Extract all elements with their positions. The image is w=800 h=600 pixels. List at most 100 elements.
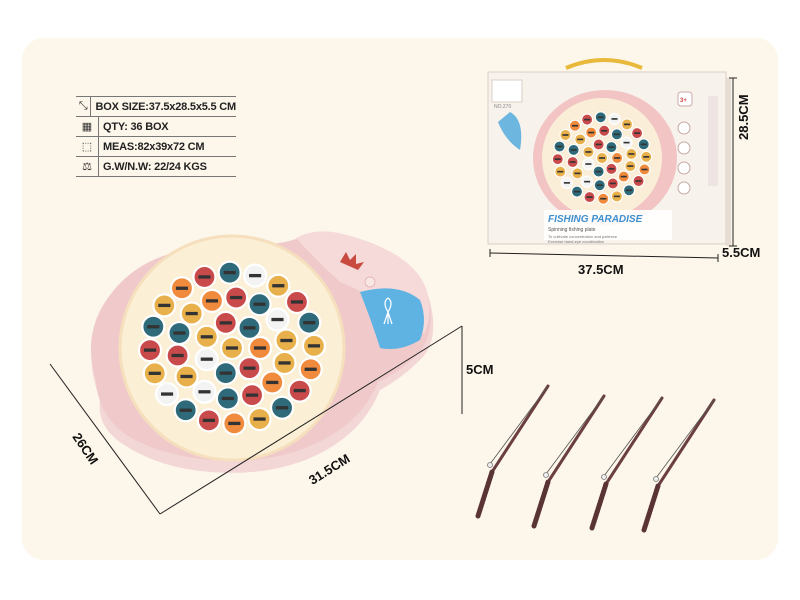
- fish-mouth: [171, 353, 184, 358]
- fishing-line: [655, 399, 715, 479]
- spec-row-meas: ⬚ MEAS:82x39x72 CM: [76, 137, 236, 157]
- fish-mouth: [266, 380, 279, 385]
- fish-mouth: [640, 143, 647, 146]
- fish-mouth: [230, 295, 243, 300]
- fish-mouth: [143, 348, 157, 352]
- fishing-line: [603, 397, 663, 477]
- feature-icon-1: [677, 121, 691, 135]
- fish-mouth: [307, 344, 321, 348]
- spec-row-weight: ⚖ G.W/N.W: 22/24 KGS: [76, 157, 236, 177]
- spec-meas: MEAS:82x39x72 CM: [103, 140, 205, 153]
- fish-mouth: [614, 157, 621, 159]
- box-width-label: 37.5CM: [578, 262, 624, 277]
- fish-mouth: [271, 317, 284, 322]
- fish-mouth: [249, 273, 262, 278]
- rod-shaft: [546, 394, 606, 484]
- spec-row-qty: ▦ QTY: 36 BOX: [76, 117, 236, 137]
- fish-mouth: [600, 197, 607, 200]
- fish-mouth: [246, 393, 259, 397]
- fish-mouth: [158, 303, 171, 308]
- fish-mouth: [272, 284, 285, 288]
- carton-measure-icon: ⬚: [76, 137, 99, 156]
- fish-mouth: [221, 396, 234, 401]
- box-subtitle: Spinning fishing plate: [548, 227, 596, 233]
- fish-mouth: [635, 180, 642, 182]
- rod-handle: [589, 481, 609, 531]
- rod-handle: [531, 479, 551, 529]
- spec-qty: QTY: 36 BOX: [103, 120, 169, 133]
- fish-mouth: [623, 123, 631, 126]
- box-qty-icon: ▦: [76, 117, 99, 136]
- fish-mouth: [584, 118, 591, 121]
- rod-hook: [601, 474, 607, 480]
- box-height-label: 28.5CM: [736, 94, 751, 140]
- fish-mouth: [643, 156, 650, 158]
- feature-icon-2: [677, 141, 691, 155]
- rod-hook: [543, 472, 549, 478]
- age-text: 3+: [680, 98, 687, 104]
- fish-mouth: [198, 275, 211, 279]
- fish-mouth: [253, 302, 266, 306]
- fish-mouth: [278, 361, 291, 365]
- fish-mouth: [161, 392, 174, 396]
- fish-mouth: [228, 421, 241, 426]
- fish-mouth: [613, 195, 620, 198]
- fish-mouth: [611, 118, 618, 120]
- toy-switch: [364, 276, 376, 288]
- fish-mouth: [628, 153, 635, 155]
- age-badge: [677, 91, 693, 107]
- fish-mouth: [573, 190, 581, 193]
- fish-mouth: [200, 335, 213, 339]
- fish-mouth: [173, 331, 186, 335]
- fishing-line: [489, 385, 549, 465]
- fish-mouth: [620, 175, 627, 178]
- fish-mouth: [280, 338, 293, 343]
- fish-mouth: [595, 170, 602, 173]
- fish-mouth: [641, 168, 648, 171]
- fish-mouth: [276, 406, 289, 410]
- box-wave: [498, 112, 522, 150]
- package-box: FISHING PARADISE Spinning fishing plate …: [487, 58, 731, 246]
- toy-fish-group: [137, 260, 327, 436]
- fish-mouth: [588, 131, 595, 134]
- fish-mouth: [577, 138, 584, 141]
- weight-icon: ⚖: [76, 157, 99, 176]
- fish-mouth: [253, 346, 267, 350]
- fish-mouth: [219, 371, 232, 375]
- box-handle: [565, 58, 643, 70]
- box-brand: NO.270: [494, 104, 511, 110]
- box-title-panel: [544, 210, 672, 240]
- rod-shaft: [490, 384, 550, 474]
- rod-handle: [641, 483, 661, 533]
- toy-height-label: 5CM: [466, 362, 494, 377]
- fish-mouth: [219, 321, 232, 325]
- fish-mouth: [595, 143, 602, 146]
- spec-row-box-size: ⤡ BOX SIZE:37.5x28.5x5.5 CM: [76, 97, 236, 117]
- fish-mouth: [200, 357, 213, 361]
- rod-shaft: [604, 396, 664, 486]
- fish-mouth: [556, 145, 563, 148]
- rod-hook: [653, 476, 659, 482]
- coral-icon: [340, 252, 364, 270]
- fish-mouth: [571, 124, 578, 127]
- fish-mouth: [147, 325, 160, 329]
- fish-mouth: [557, 170, 564, 173]
- toy-dimension-lines: [49, 325, 463, 515]
- fish-mouth: [598, 157, 606, 159]
- box-depth-label: 5.5CM: [722, 245, 761, 260]
- fish-mouth: [185, 311, 198, 316]
- fish-mouth: [584, 180, 591, 183]
- spec-weight: G.W/N.W: 22/24 KGS: [103, 160, 207, 173]
- fish-mouth: [569, 161, 576, 163]
- fish-mouth: [205, 299, 218, 303]
- fish-mouth: [554, 158, 561, 160]
- fish-mouth: [148, 371, 161, 375]
- box-side: [726, 78, 731, 246]
- fish-mouth: [596, 184, 603, 187]
- fish-mouth: [243, 366, 256, 370]
- fish-mouth: [613, 133, 620, 136]
- fish-mouth: [563, 182, 570, 184]
- box-bullet-2: Exercise hand-eye coordination: [548, 239, 604, 244]
- box-size-icon: ⤡: [76, 97, 92, 116]
